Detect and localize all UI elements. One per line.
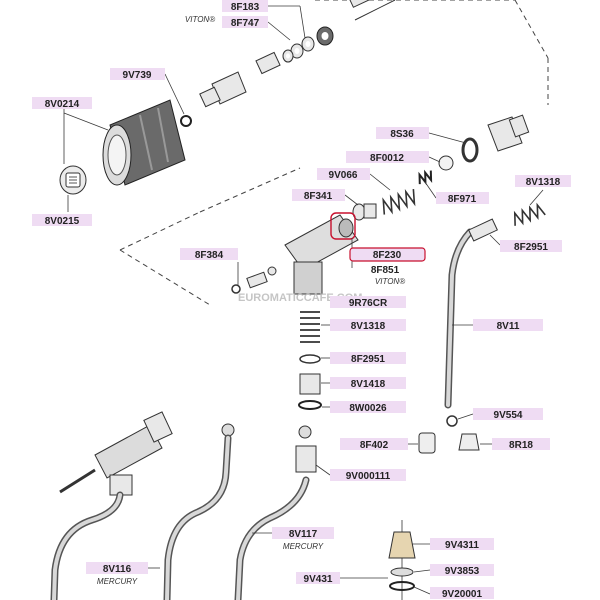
- label-8v1418: 8V1418: [351, 379, 386, 390]
- tag-8f183[interactable]: 8F183: [222, 0, 268, 13]
- tag-9v000111[interactable]: 9V000111: [330, 469, 406, 482]
- tag-8s36[interactable]: 8S36: [376, 127, 429, 140]
- valve-body: [284, 214, 359, 295]
- spring-8v1318-right: [513, 202, 546, 226]
- highlight-marker: [330, 212, 356, 240]
- label-8f2951-center: 8F2951: [351, 354, 385, 365]
- cap-8v0215: [59, 165, 87, 195]
- tag-9v4311[interactable]: 9V4311: [430, 538, 494, 551]
- label-9v20001: 9V20001: [442, 589, 482, 600]
- o-ring-9v739: [180, 115, 192, 127]
- fittings-8f384: [231, 266, 277, 294]
- label-8v0214: 8V0214: [45, 99, 80, 110]
- label-8v1318-right: 8V1318: [526, 177, 561, 188]
- label-9v000111: 9V000111: [346, 471, 391, 482]
- tag-8v1318-center[interactable]: 8V1318: [330, 319, 406, 332]
- tag-8f0012[interactable]: 8F0012: [346, 151, 429, 164]
- ring-9v554: [446, 415, 458, 427]
- sleeve-8f402: [418, 432, 436, 454]
- label-8v0215: 8V0215: [45, 216, 80, 227]
- tag-8f402[interactable]: 8F402: [340, 438, 408, 451]
- tag-9v066[interactable]: 9V066: [317, 168, 370, 181]
- tag-9v3853[interactable]: 9V3853: [430, 564, 494, 577]
- tag-8f2951-right[interactable]: 8F2951: [500, 240, 562, 253]
- label-8v116: 8V116: [103, 564, 132, 575]
- tag-8v1318-right[interactable]: 8V1318: [515, 175, 571, 188]
- pipe-8v11: [444, 218, 498, 409]
- pipe-8v116: [50, 411, 173, 600]
- tag-8v11[interactable]: 8V11: [473, 319, 543, 332]
- assembly-boundary: [119, 0, 549, 306]
- leader-lines: [63, 5, 544, 595]
- label-8v11: 8V11: [497, 321, 520, 332]
- label-9v431: 9V431: [304, 574, 333, 585]
- tag-8v0214[interactable]: 8V0214: [32, 97, 92, 110]
- label-8f0012: 8F0012: [370, 153, 404, 164]
- tag-8f2951-center[interactable]: 8F2951: [330, 352, 406, 365]
- bottom-stack: [388, 520, 416, 600]
- tag-8v0215[interactable]: 8V0215: [32, 214, 92, 227]
- label-9v739: 9V739: [123, 70, 152, 81]
- label-8v117: 8V117: [289, 529, 318, 540]
- note-viton-top: VITON®: [185, 15, 215, 24]
- spring-9v066: [382, 189, 416, 215]
- label-8w0026: 8W0026: [349, 403, 387, 414]
- label-9r76cr: 9R76CR: [349, 298, 388, 309]
- pipe-9v000111: [234, 425, 317, 600]
- valve-rod: [347, 0, 396, 21]
- label-8f183: 8F183: [231, 2, 260, 13]
- tag-8f341[interactable]: 8F341: [292, 189, 345, 202]
- tag-9r76cr[interactable]: 9R76CR: [330, 296, 406, 309]
- label-8f384: 8F384: [195, 250, 224, 261]
- label-8f851: 8F851: [371, 265, 400, 276]
- tag-9v739[interactable]: 9V739: [110, 68, 165, 81]
- label-8f747: 8F747: [231, 18, 260, 29]
- tag-9v431[interactable]: 9V431: [296, 572, 340, 585]
- tag-8r18[interactable]: 8R18: [492, 438, 550, 451]
- label-8f402: 8F402: [360, 440, 389, 451]
- tag-8v1418[interactable]: 8V1418: [330, 377, 406, 390]
- cap-8r18: [458, 433, 480, 451]
- note-mercury-8v116: MERCURY: [97, 577, 138, 586]
- label-9v4311: 9V4311: [445, 540, 479, 551]
- label-8v1318-center: 8V1318: [351, 321, 386, 332]
- tag-8f971[interactable]: 8F971: [436, 192, 489, 205]
- label-8f341: 8F341: [304, 191, 333, 202]
- label-8f2951-right: 8F2951: [514, 242, 548, 253]
- label-8f230: 8F230: [373, 250, 402, 261]
- spring-8f971: [418, 169, 433, 186]
- tag-8v116[interactable]: 8V116: [86, 562, 148, 575]
- tag-8f851[interactable]: 8F851: [371, 265, 400, 276]
- tag-9v554[interactable]: 9V554: [473, 408, 543, 421]
- tag-8f384[interactable]: 8F384: [180, 248, 238, 261]
- fitting-8s36: [461, 114, 530, 163]
- ball-8f0012: [438, 155, 454, 171]
- tag-8w0026[interactable]: 8W0026: [330, 401, 406, 414]
- note-mercury-8v117: MERCURY: [283, 542, 324, 551]
- seal-8f341: [352, 203, 377, 221]
- tag-8f747[interactable]: 8F747: [222, 16, 268, 29]
- center-stack: [298, 311, 322, 410]
- tag-9v20001[interactable]: 9V20001: [430, 587, 494, 600]
- label-8r18: 8R18: [509, 440, 533, 451]
- label-9v554: 9V554: [494, 410, 523, 421]
- label-9v066: 9V066: [329, 170, 358, 181]
- label-8f971: 8F971: [448, 194, 477, 205]
- tag-8f230[interactable]: 8F230: [349, 247, 426, 262]
- note-viton-center: VITON®: [375, 277, 405, 286]
- hex-nut-fitting: [199, 71, 247, 108]
- tag-8v117[interactable]: 8V117: [272, 527, 334, 540]
- pipe-8v117: [163, 423, 235, 600]
- label-8s36: 8S36: [390, 129, 414, 140]
- label-9v3853: 9V3853: [445, 566, 480, 577]
- washer-stack: [282, 26, 334, 63]
- small-fitting: [255, 51, 281, 75]
- knob-8v0214: [102, 99, 186, 186]
